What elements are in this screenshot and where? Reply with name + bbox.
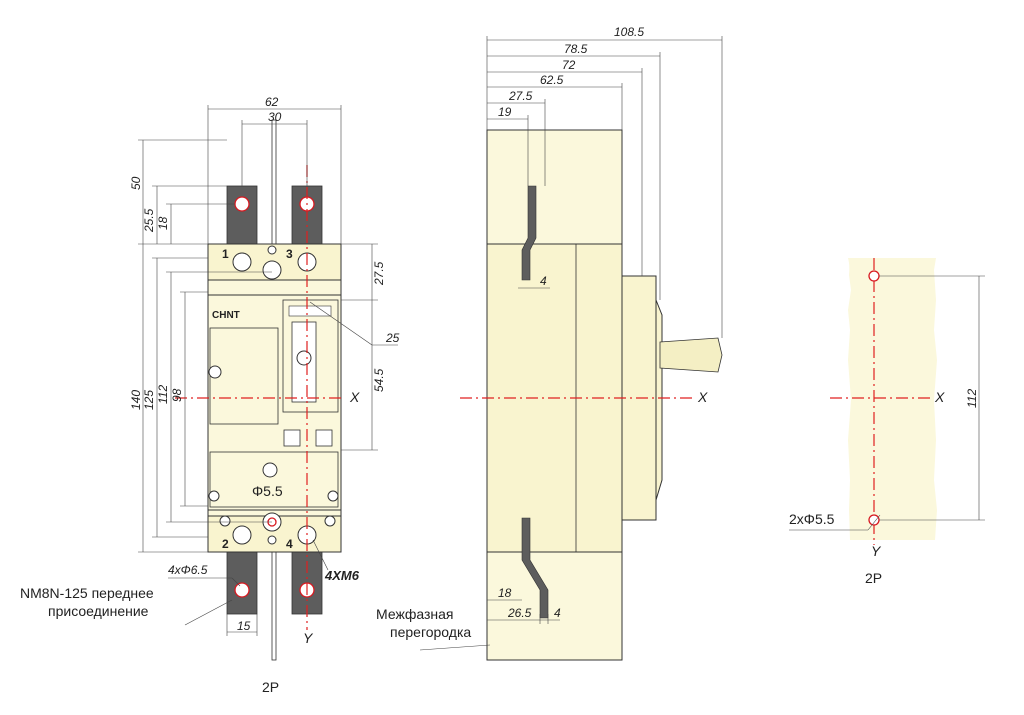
dim-78-5: 78.5 <box>564 42 588 56</box>
small-hole <box>267 535 277 545</box>
dim-112: 112 <box>156 385 170 404</box>
terminal-screw <box>262 260 282 280</box>
terminal-screw <box>232 525 252 545</box>
front-view-title: 2P <box>262 679 279 695</box>
phase-separator-bottom <box>271 544 277 661</box>
handle-base <box>655 299 663 501</box>
mounting-panel <box>848 258 937 540</box>
dim-25-5: 25.5 <box>142 208 156 233</box>
mounting-view: X Y 112 2xΦ5.5 2P <box>789 258 985 586</box>
dim-50: 50 <box>129 176 143 190</box>
lower-cover-panel <box>209 451 339 508</box>
dim-4-bottom: 4 <box>554 606 561 620</box>
test-button <box>283 429 301 447</box>
partition-note-line2: перегородка <box>390 624 471 640</box>
handle-pivot <box>296 350 312 366</box>
mount-axis-y-label: Y <box>871 543 882 559</box>
front-cover <box>207 294 342 511</box>
dim-125: 125 <box>142 390 156 410</box>
cover-screw <box>327 490 339 502</box>
terminal-screw <box>232 252 252 272</box>
side-busbar-top <box>521 185 537 281</box>
fixing-hole-label: 4xΦ6.5 <box>168 563 208 577</box>
terminal-label: 1 <box>222 247 229 261</box>
dim-30: 30 <box>268 110 282 124</box>
busbar-hole <box>234 582 250 598</box>
dim-98: 98 <box>170 388 184 402</box>
terminal-label: 4 <box>286 537 293 551</box>
mount-hole-label: 2xΦ5.5 <box>789 511 835 527</box>
hole-diameter-label: Φ5.5 <box>252 483 283 499</box>
cover-screw <box>324 515 336 527</box>
screw-label: 4XM6 <box>324 568 360 583</box>
terminal-label: 3 <box>286 247 293 261</box>
axis-x-label: X <box>349 389 360 405</box>
terminal-label: 2 <box>222 537 229 551</box>
side-axis-x-label: X <box>697 389 708 405</box>
axis-y-label: Y <box>303 630 314 646</box>
front-view: 1 3 2 4 CHNT X Y Φ5.5 62 <box>20 95 400 695</box>
toggle-lever <box>659 337 723 373</box>
mount-view-title: 2P <box>865 570 882 586</box>
dim-19: 19 <box>498 105 512 119</box>
accessory-slot <box>315 429 333 447</box>
phase-separator-top <box>271 119 277 246</box>
side-dimensions: 108.5 78.5 72 62.5 27.5 19 4 18 26.5 4 <box>486 25 723 624</box>
connection-note-line2: присоединение <box>48 603 149 619</box>
mount-hole-bottom <box>868 514 880 526</box>
mount-axis-x-label: X <box>934 389 945 405</box>
cover-screw <box>208 365 222 379</box>
dim-15: 15 <box>237 619 251 633</box>
dim-25: 25 <box>385 331 400 345</box>
dim-18: 18 <box>156 216 170 230</box>
partition-note-line1: Межфазная <box>376 606 453 622</box>
dim-18-side: 18 <box>498 586 512 600</box>
small-hole <box>267 245 277 255</box>
dim-112-mount: 112 <box>965 389 979 408</box>
dim-27-5: 27.5 <box>372 261 386 286</box>
dim-27-5-side: 27.5 <box>508 89 533 103</box>
dim-62-5: 62.5 <box>540 73 564 87</box>
dim-72: 72 <box>562 58 576 72</box>
handle-window <box>282 299 339 413</box>
busbar-top-left <box>226 185 258 245</box>
brand-logo: CHNT <box>212 310 240 321</box>
cover-screw <box>208 490 220 502</box>
dim-26-5: 26.5 <box>507 606 532 620</box>
connection-note-line1: NM8N-125 переднее <box>20 585 154 601</box>
dim-140: 140 <box>129 390 143 410</box>
mount-hole-top <box>868 270 880 282</box>
rating-dial <box>288 305 332 317</box>
busbar-hole <box>234 196 250 212</box>
front-dimensions: 62 30 50 25.5 18 140 125 112 <box>129 95 400 636</box>
side-view: X 108.5 78.5 72 62.5 27.5 19 4 18 <box>376 25 723 661</box>
cover-screw <box>219 515 231 527</box>
dim-54-5: 54.5 <box>372 368 386 392</box>
trip-adjust <box>262 462 278 478</box>
dim-4-top: 4 <box>540 274 547 288</box>
dim-62: 62 <box>265 95 279 109</box>
dim-108-5: 108.5 <box>614 25 644 39</box>
